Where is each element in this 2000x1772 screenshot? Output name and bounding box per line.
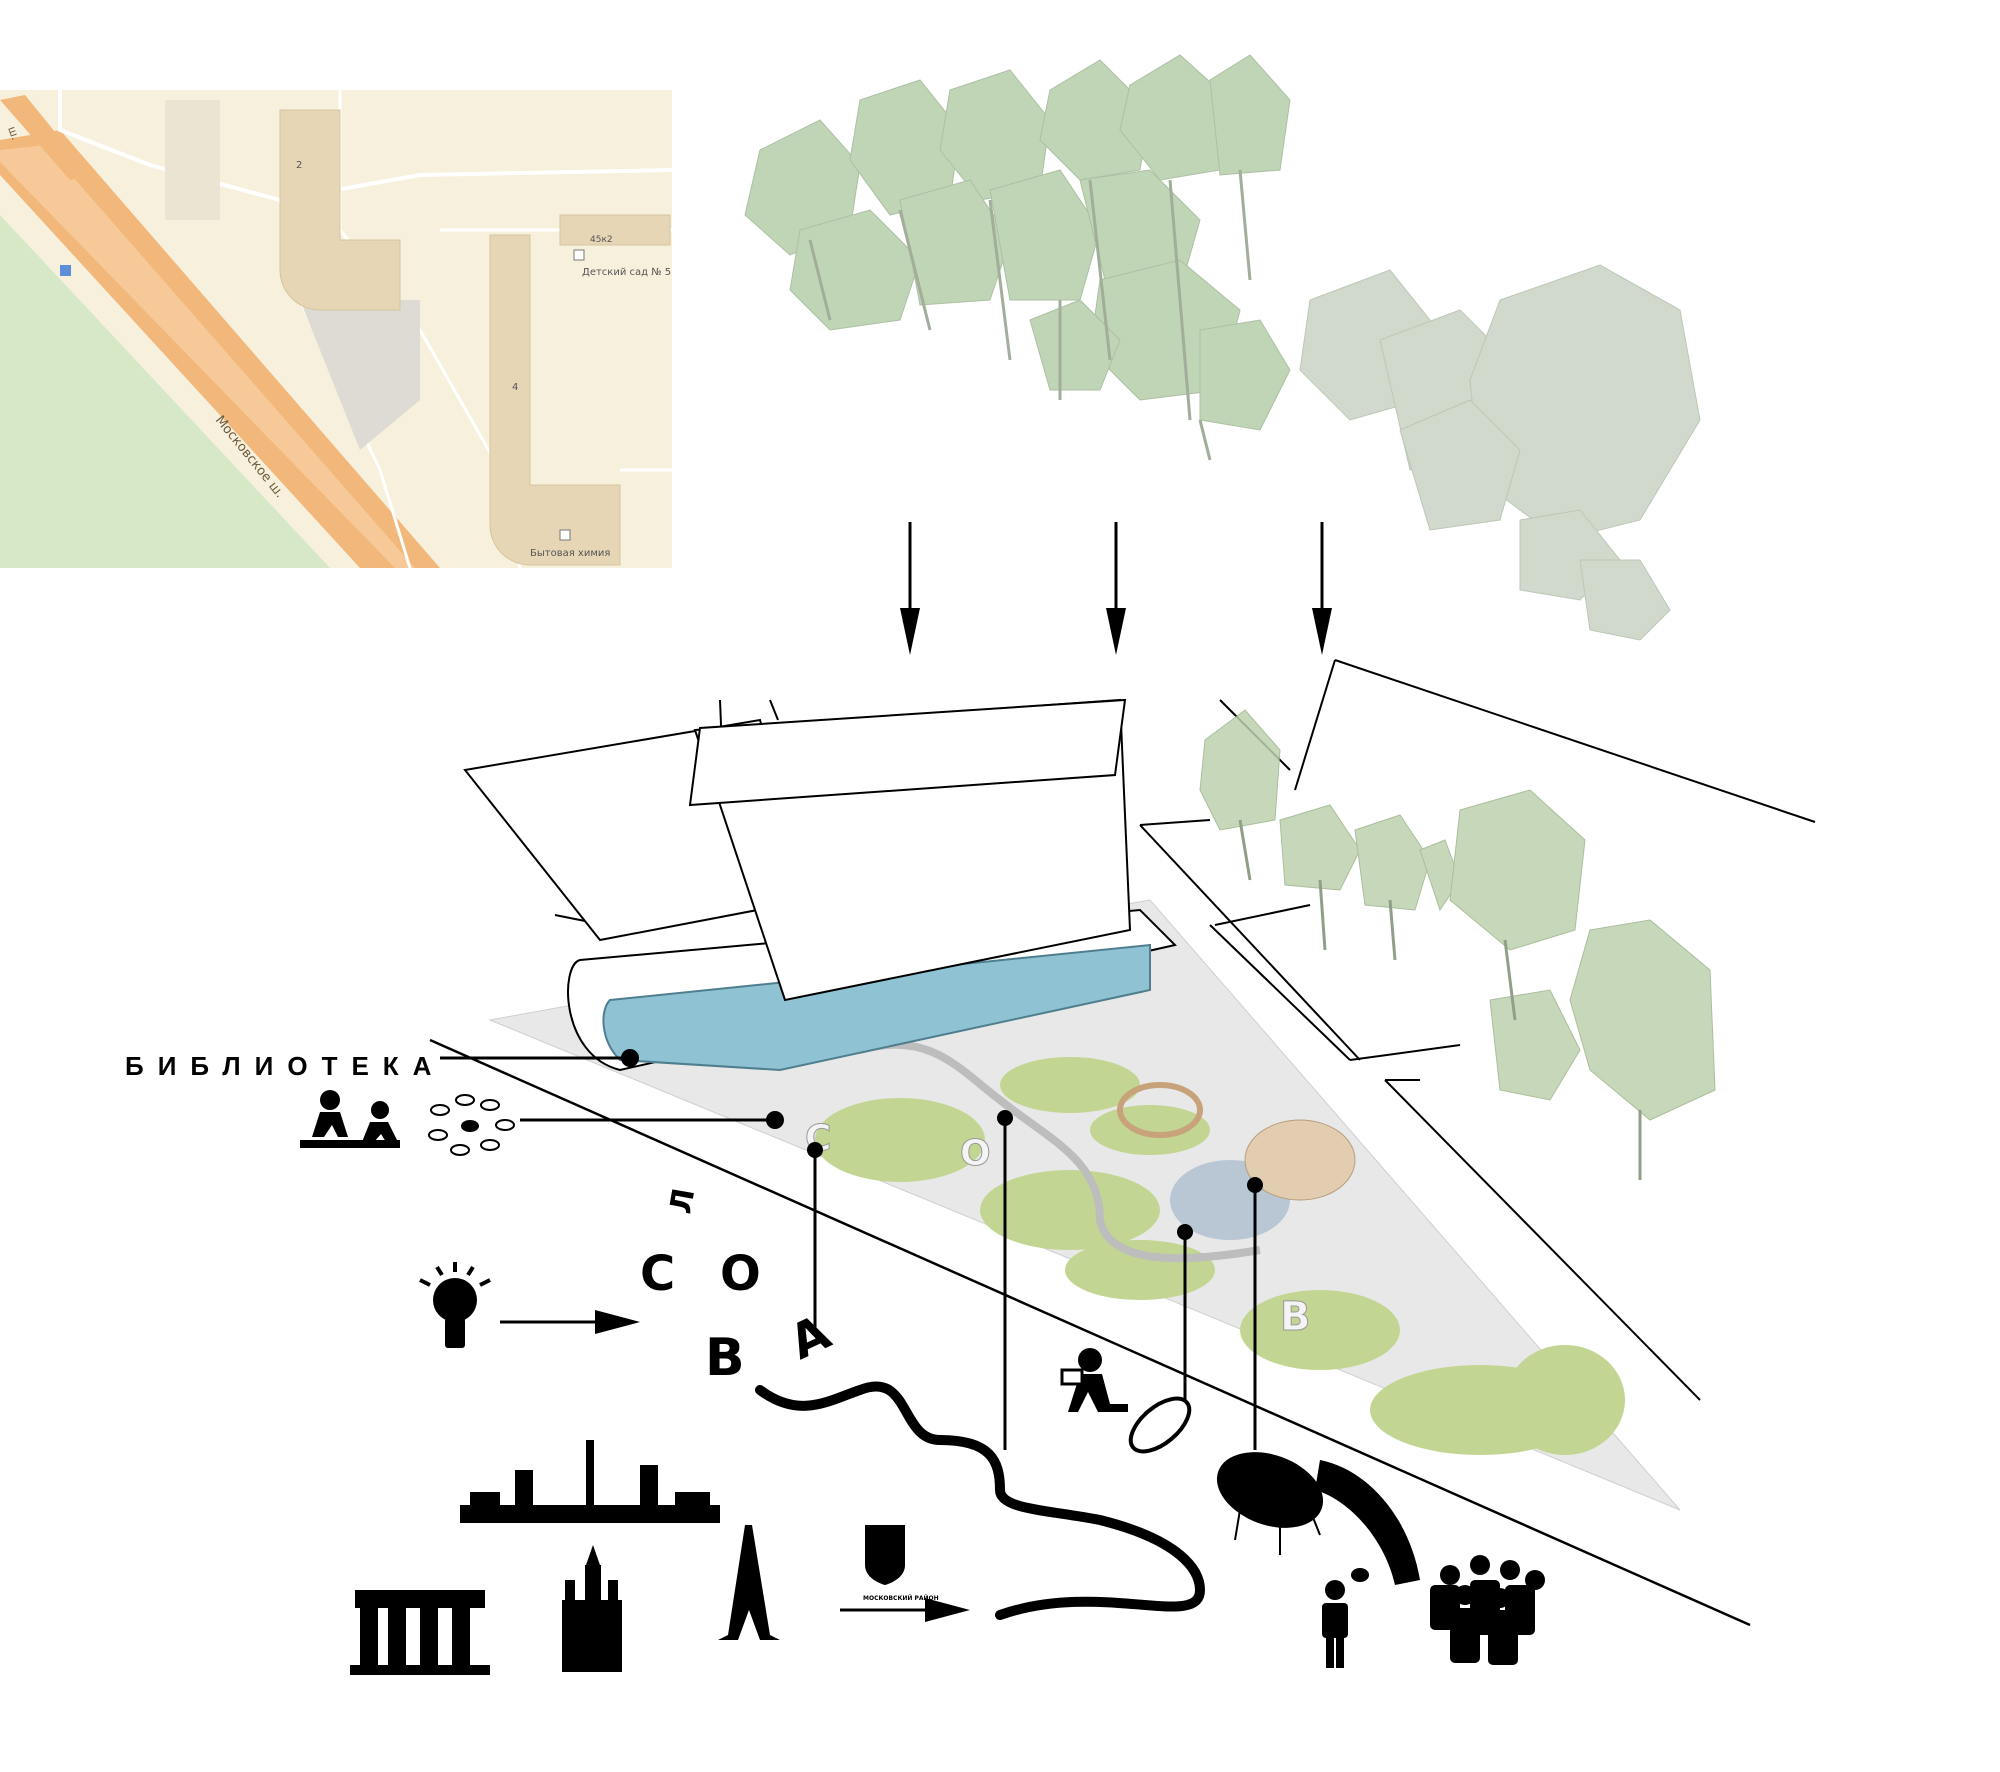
map-shop: Бытовая химия: [530, 548, 610, 559]
lawn: [1505, 1345, 1625, 1455]
down-arrow-icon: [1106, 522, 1126, 655]
map-park: [0, 215, 330, 568]
bus-stop-icon: [60, 265, 71, 276]
site-context-lines: [429, 659, 1816, 1627]
lawn: [1065, 1240, 1215, 1300]
down-arrow-icon: [900, 522, 920, 655]
playing-people-icon: [300, 1090, 400, 1148]
letter-v: В: [705, 1328, 745, 1388]
right-arrow-icon: [500, 1310, 640, 1334]
seating-circle-icon: [428, 1094, 515, 1156]
tree-cluster-icon: [744, 54, 1291, 461]
letter-c: С: [640, 1246, 675, 1302]
shop-icon: [559, 529, 571, 541]
church-icon: [562, 1545, 622, 1672]
letter-o: О: [720, 1246, 761, 1302]
lawn: [1240, 1290, 1400, 1370]
ring-bench: [1117, 1082, 1203, 1138]
lawn: [1090, 1105, 1210, 1155]
location-map: 2 4 45к2 Детский сад № 5 Бытовая химия М…: [0, 90, 672, 568]
eiffel-tower-icon: [718, 1525, 780, 1640]
pavilion: [1244, 1119, 1356, 1201]
map-house-2: 2: [296, 160, 302, 171]
plaza-letter-o: О: [960, 1133, 991, 1174]
walking-path: [858, 1040, 1261, 1263]
right-arrow-icon: [840, 1598, 970, 1622]
plaza-letter-b: В: [1280, 1294, 1311, 1340]
map-building-4: [489, 234, 621, 566]
lawn: [1000, 1057, 1140, 1113]
crowd-icon: [1430, 1555, 1545, 1665]
moscow-triumphal-gate-icon: [350, 1590, 490, 1675]
map-kindergarten: Детский сад № 5: [582, 267, 671, 278]
tree-cluster-icon: [1299, 264, 1701, 641]
lightbulb-icon: [419, 1262, 491, 1348]
kindergarten-icon: [573, 249, 585, 261]
ring-bench: [1128, 1396, 1192, 1454]
lawn: [980, 1170, 1160, 1250]
library-label-group: БИБЛИОТЕКА: [125, 1049, 639, 1081]
speaking-person-icon: [1322, 1568, 1369, 1668]
coat-of-arms-icon: МОСКОВСКИЙ РАЙОН: [863, 1525, 939, 1602]
map-road-name-corner: ш.: [5, 125, 22, 142]
reading-person-icon: [1060, 1348, 1128, 1412]
emblem-caption: МОСКОВСКИЙ РАЙОН: [863, 1594, 939, 1602]
city-skyline-icon: [460, 1440, 720, 1523]
lawn: [815, 1098, 985, 1182]
tree-cluster-icon: [1199, 709, 1716, 1180]
map-house-4: 4: [512, 382, 518, 393]
wavy-line-icon: [755, 1381, 1206, 1620]
pavilion-icon: [1216, 1452, 1420, 1585]
map-building-2: [279, 109, 401, 311]
library-label: БИБЛИОТЕКА: [125, 1051, 445, 1081]
down-arrow-icon: [1312, 522, 1332, 655]
letter-l: Л: [663, 1186, 702, 1217]
map-kindergarten-number: 45к2: [590, 235, 613, 245]
library-building: [463, 698, 1177, 1072]
word-letters: С Л О В А: [640, 1186, 839, 1388]
letter-a: А: [781, 1304, 838, 1370]
